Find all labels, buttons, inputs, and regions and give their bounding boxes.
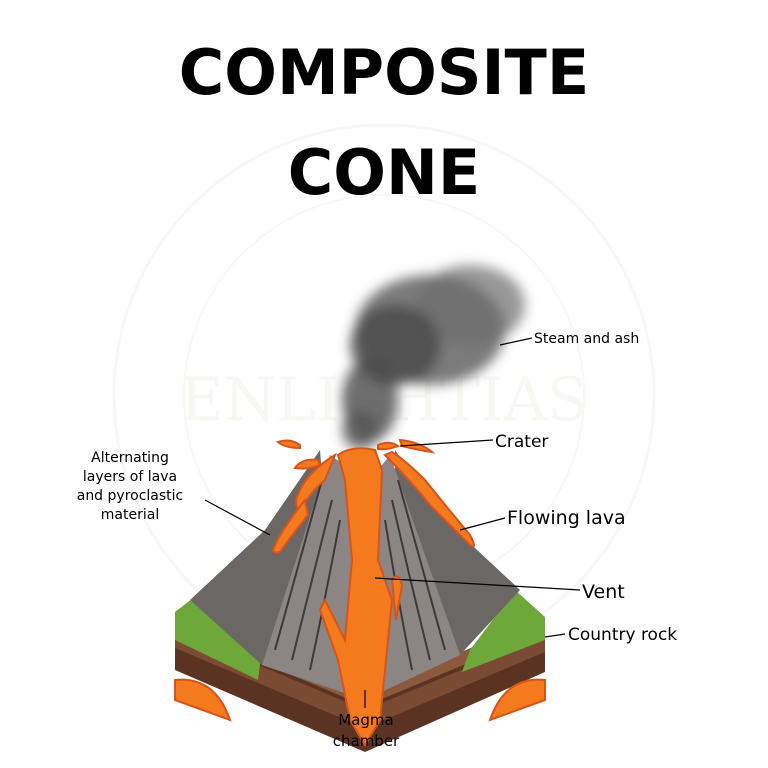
vent-leader bbox=[374, 577, 581, 591]
svg-text:Magma: Magma bbox=[338, 711, 393, 729]
svg-text:and pyroclastic: and pyroclastic bbox=[77, 488, 184, 504]
title-line-1: COMPOSITE bbox=[179, 36, 589, 109]
label-crater: Crater bbox=[495, 432, 548, 452]
label-magma-chamber: Magma chamber bbox=[333, 711, 400, 750]
crater-leader bbox=[399, 439, 494, 447]
lava-flows bbox=[272, 438, 475, 554]
grass bbox=[175, 585, 545, 680]
magma-pocket-left bbox=[174, 678, 232, 722]
svg-text:chamber: chamber bbox=[333, 732, 400, 750]
vent bbox=[318, 447, 404, 747]
title-line-2: CONE bbox=[288, 136, 480, 209]
label-vent: Vent bbox=[582, 581, 625, 603]
magma-pocket-right bbox=[488, 678, 546, 722]
svg-text:Alternating: Alternating bbox=[91, 450, 169, 466]
alternating-leader bbox=[204, 499, 271, 536]
label-flowing-lava: Flowing lava bbox=[507, 507, 626, 529]
label-steam-ash: Steam and ash bbox=[534, 331, 639, 347]
steam-ash-cloud bbox=[342, 265, 525, 450]
leader-lines bbox=[204, 337, 581, 708]
crater-splash-right bbox=[398, 438, 436, 454]
svg-text:layers of lava: layers of lava bbox=[83, 469, 177, 485]
country-rock-leader bbox=[544, 633, 566, 638]
label-alternating-layers: Alternating layers of lava and pyroclast… bbox=[77, 450, 184, 523]
crater-splash-left bbox=[276, 439, 301, 450]
steam-leader bbox=[499, 337, 533, 346]
lava-flow-right bbox=[383, 450, 475, 548]
svg-text:material: material bbox=[101, 507, 159, 523]
flowing-lava-leader bbox=[459, 517, 506, 531]
lava-flow-left bbox=[295, 452, 338, 512]
label-country-rock: Country rock bbox=[568, 625, 677, 645]
